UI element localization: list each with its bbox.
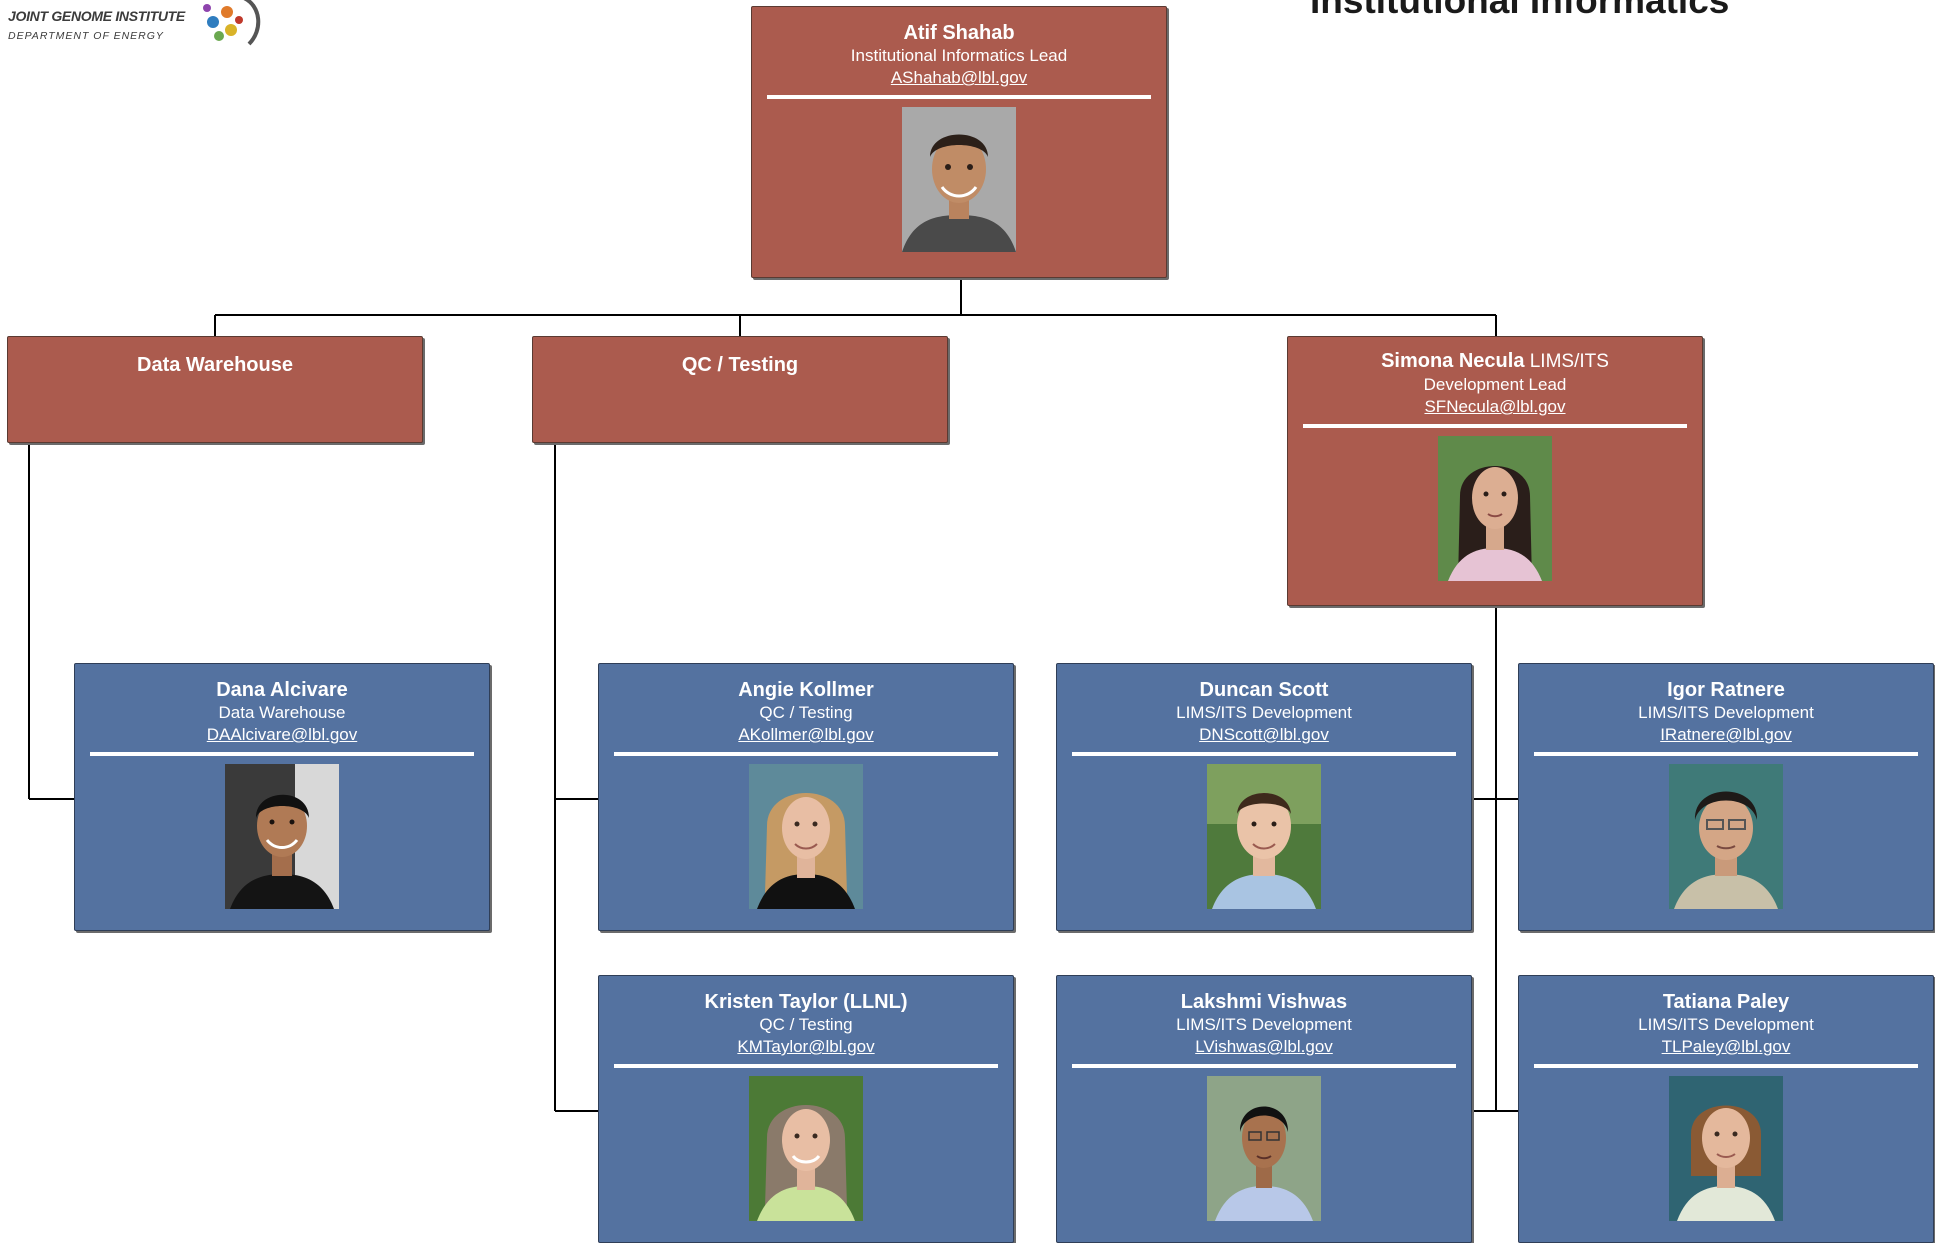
simona-email-link[interactable]: SFNecula@lbl.gov (1424, 397, 1566, 416)
simona-role: Development Lead (1423, 375, 1567, 394)
divider (1534, 1064, 1918, 1068)
divider (1534, 752, 1918, 756)
person-role: LIMS/ITS Development (1176, 1015, 1352, 1034)
person-photo (225, 764, 339, 909)
person-email-link[interactable]: KMTaylor@lbl.gov (737, 1037, 875, 1056)
person-role: QC / Testing (759, 1015, 853, 1034)
person-photo (749, 764, 863, 909)
person-card-tatiana: Tatiana Paley LIMS/ITS Development TLPal… (1518, 975, 1934, 1243)
person-role: LIMS/ITS Development (1638, 703, 1814, 722)
person-email-link[interactable]: IRatnere@lbl.gov (1660, 725, 1792, 744)
person-name: Igor Ratnere (1667, 679, 1785, 701)
simona-role-part1: LIMS/ITS (1529, 351, 1609, 372)
jgi-logo-mark-icon (203, 0, 261, 46)
person-card-angie: Angie Kollmer QC / Testing AKollmer@lbl.… (598, 663, 1014, 931)
group-title: Data Warehouse (137, 354, 293, 376)
person-card-dana: Dana Alcivare Data Warehouse DAAlcivare@… (74, 663, 490, 931)
person-name: Lakshmi Vishwas (1180, 991, 1348, 1013)
lead-name: Atif Shahab (903, 22, 1015, 44)
person-name: Dana Alcivare (216, 679, 348, 701)
person-photo (1669, 764, 1783, 909)
person-role: LIMS/ITS Development (1176, 703, 1352, 722)
lead-email-link[interactable]: AShahab@lbl.gov (890, 68, 1028, 87)
divider (614, 1064, 998, 1068)
simona-card: Simona Necula LIMS/ITS Development Lead … (1287, 336, 1703, 606)
person-role: QC / Testing (759, 703, 853, 722)
person-name: Tatiana Paley (1662, 991, 1790, 1013)
page-title: Institutional Informatics (1310, 0, 1730, 21)
divider (767, 95, 1151, 99)
simona-name-line: Simona Necula LIMS/ITS (1288, 349, 1702, 374)
person-card-lakshmi: Lakshmi Vishwas LIMS/ITS Development LVi… (1056, 975, 1472, 1243)
jgi-logo: JOINT GENOME INSTITUTE DEPARTMENT OF ENE… (4, 0, 264, 50)
person-photo (749, 1076, 863, 1221)
person-card-igor: Igor Ratnere LIMS/ITS Development IRatne… (1518, 663, 1934, 931)
lead-photo (902, 107, 1016, 252)
person-email-link[interactable]: AKollmer@lbl.gov (738, 725, 874, 744)
person-email-link[interactable]: LVishwas@lbl.gov (1195, 1037, 1333, 1056)
logo-line1: JOINT GENOME INSTITUTE (8, 8, 185, 24)
person-name: Angie Kollmer (738, 679, 874, 701)
person-photo (1207, 1076, 1321, 1221)
person-name: Duncan Scott (1199, 679, 1329, 701)
group-data-warehouse: Data Warehouse (7, 336, 423, 443)
logo-line2: DEPARTMENT OF ENERGY (8, 30, 164, 42)
lead-card: Atif Shahab Institutional Informatics Le… (751, 6, 1167, 278)
divider (90, 752, 474, 756)
divider (1072, 1064, 1456, 1068)
person-role: LIMS/ITS Development (1638, 1015, 1814, 1034)
person-email-link[interactable]: DAAlcivare@lbl.gov (206, 725, 358, 744)
person-card-duncan: Duncan Scott LIMS/ITS Development DNScot… (1056, 663, 1472, 931)
divider (1072, 752, 1456, 756)
divider (614, 752, 998, 756)
group-qc-testing: QC / Testing (532, 336, 948, 443)
divider (1303, 424, 1687, 428)
person-role: Data Warehouse (218, 703, 346, 722)
person-email-link[interactable]: TLPaley@lbl.gov (1661, 1037, 1791, 1056)
group-title: QC / Testing (681, 354, 799, 376)
lead-role: Institutional Informatics Lead (850, 46, 1068, 65)
person-email-link[interactable]: DNScott@lbl.gov (1199, 725, 1329, 744)
person-card-kristen: Kristen Taylor (LLNL) QC / Testing KMTay… (598, 975, 1014, 1243)
simona-photo (1438, 436, 1552, 581)
person-name: Kristen Taylor (LLNL) (704, 991, 908, 1013)
person-photo (1207, 764, 1321, 909)
person-photo (1669, 1076, 1783, 1221)
simona-name: Simona Necula (1381, 350, 1525, 372)
